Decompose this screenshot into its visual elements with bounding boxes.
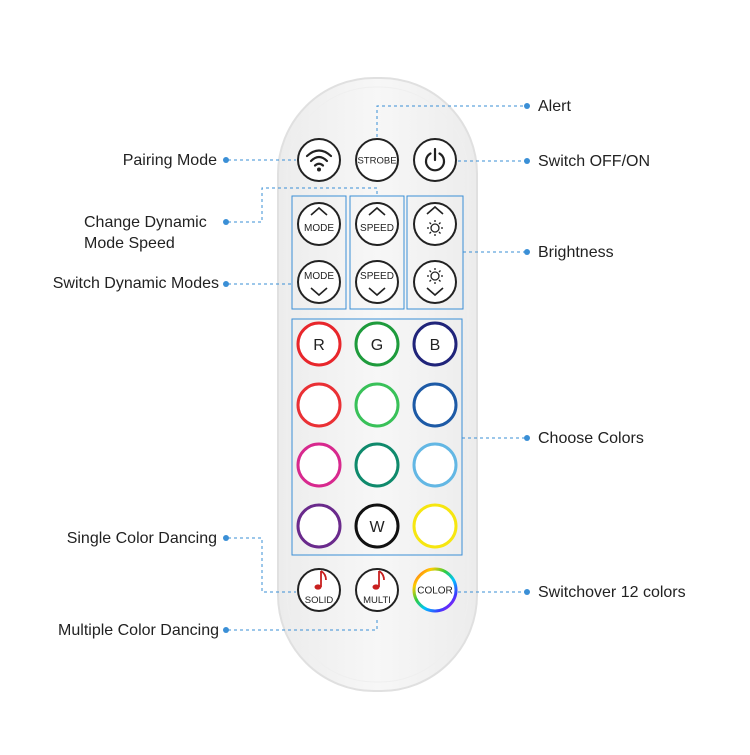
color-button-teal[interactable] bbox=[354, 442, 400, 488]
chevron-down-icon bbox=[426, 287, 444, 297]
sun-icon bbox=[427, 268, 443, 284]
red-label: R bbox=[313, 337, 325, 354]
callout-switchover-12-colors: Switchover 12 colors bbox=[538, 584, 686, 601]
green-button[interactable]: G bbox=[354, 321, 400, 367]
color-cycle-button[interactable]: COLOR bbox=[412, 567, 458, 613]
callout-single-color-dancing: Single Color Dancing bbox=[66, 530, 217, 547]
music-note-icon bbox=[372, 570, 385, 590]
color-label: COLOR bbox=[417, 586, 453, 597]
callout-pairing-mode: Pairing Mode bbox=[122, 152, 217, 169]
green-label: G bbox=[371, 337, 383, 354]
chevron-down-icon bbox=[310, 287, 328, 297]
color-button-sky-blue[interactable] bbox=[412, 442, 458, 488]
music-note-icon bbox=[314, 570, 327, 590]
mode-label: MODE bbox=[304, 271, 334, 282]
callout-multiple-color-dancing: Multiple Color Dancing bbox=[58, 622, 219, 639]
white-label: W bbox=[369, 519, 385, 536]
brightness-up-button[interactable] bbox=[413, 202, 457, 246]
chevron-up-icon bbox=[368, 206, 386, 216]
strobe-button[interactable]: STROBE bbox=[355, 138, 399, 182]
chevron-up-icon bbox=[426, 205, 444, 215]
mode-down-button[interactable]: MODE bbox=[297, 260, 341, 304]
callout-change-dynamic-mode-speed-line2: Mode Speed bbox=[84, 235, 175, 252]
callout-switch-off-on: Switch OFF/ON bbox=[538, 153, 651, 170]
callout-switch-dynamic-modes: Switch Dynamic Modes bbox=[52, 275, 219, 292]
color-button-mid-blue[interactable] bbox=[412, 382, 458, 428]
color-button-purple[interactable] bbox=[296, 503, 342, 549]
pairing-button[interactable] bbox=[297, 138, 341, 182]
callout-change-dynamic-mode-speed-line1: Change Dynamic bbox=[84, 214, 207, 231]
callout-brightness: Brightness bbox=[538, 244, 614, 261]
group-boxes bbox=[291, 195, 464, 556]
chevron-up-icon bbox=[310, 206, 328, 216]
mode-up-button[interactable]: MODE bbox=[297, 202, 341, 246]
power-icon bbox=[424, 147, 446, 172]
speed-label: SPEED bbox=[360, 271, 394, 282]
brightness-down-button[interactable] bbox=[413, 260, 457, 304]
chevron-down-icon bbox=[368, 287, 386, 297]
speed-up-button[interactable]: SPEED bbox=[355, 202, 399, 246]
callout-choose-colors: Choose Colors bbox=[538, 430, 644, 447]
mode-label: MODE bbox=[304, 223, 334, 234]
red-button[interactable]: R bbox=[296, 321, 342, 367]
blue-button[interactable]: B bbox=[412, 321, 458, 367]
speed-down-button[interactable]: SPEED bbox=[355, 260, 399, 304]
multi-button[interactable]: MULTI bbox=[355, 568, 399, 612]
color-button-light-green[interactable] bbox=[354, 382, 400, 428]
blue-label: B bbox=[430, 337, 441, 354]
leader-lines bbox=[228, 105, 525, 631]
color-button-magenta[interactable] bbox=[296, 442, 342, 488]
power-button[interactable] bbox=[413, 138, 457, 182]
callout-alert: Alert bbox=[538, 98, 571, 115]
color-button-yellow[interactable] bbox=[412, 503, 458, 549]
solid-label: SOLID bbox=[305, 595, 334, 606]
leader-dots bbox=[223, 103, 530, 633]
strobe-label: STROBE bbox=[357, 156, 396, 167]
solid-button[interactable]: SOLID bbox=[297, 568, 341, 612]
speed-label: SPEED bbox=[360, 223, 394, 234]
multi-label: MULTI bbox=[363, 595, 391, 606]
sun-icon bbox=[427, 220, 443, 236]
white-button[interactable]: W bbox=[354, 503, 400, 549]
wifi-icon bbox=[305, 149, 333, 167]
color-button-light-red[interactable] bbox=[296, 382, 342, 428]
